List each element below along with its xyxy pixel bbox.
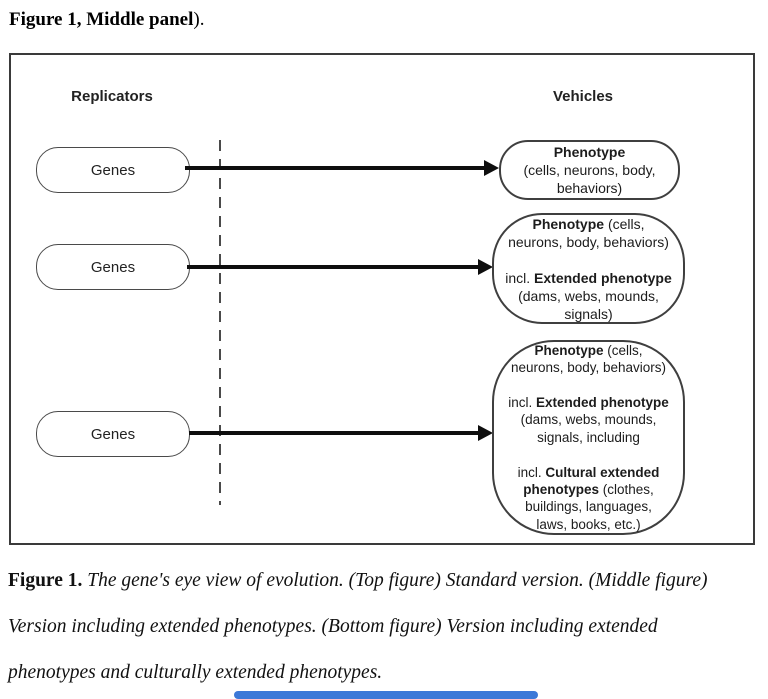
genes-label: Genes [90,425,136,443]
phenotype-node-top: Phenotype(cells, neurons, body,behaviors… [499,140,680,200]
dashed-divider-line [219,140,221,505]
genes-node-top: Genes [36,147,190,193]
figure-panel: Replicators Vehicles Genes Genes Genes P… [9,53,755,545]
genes-label: Genes [90,258,136,276]
figure-caption: Figure 1. The gene's eye view of evoluti… [8,570,708,683]
arrowhead-icon [484,160,499,176]
bottom-accent-bar [234,691,538,699]
genes-node-middle: Genes [36,244,190,290]
arrow-shaft [189,431,479,435]
replicators-column-header: Replicators [71,88,153,105]
genes-node-bottom: Genes [36,411,190,457]
arrow-shaft [185,166,485,170]
phenotype-node-middle: Phenotype (cells,neurons, body, behavior… [492,213,685,324]
genes-label: Genes [90,161,136,179]
arrow-shaft [187,265,479,269]
phenotype-node-bottom: Phenotype (cells,neurons, body, behavior… [492,340,685,535]
vehicles-column-header: Vehicles [552,88,614,105]
arrowhead-icon [478,259,493,275]
arrowhead-icon [478,425,493,441]
figure-reference-text: Figure 1, Middle panel). [9,9,205,30]
